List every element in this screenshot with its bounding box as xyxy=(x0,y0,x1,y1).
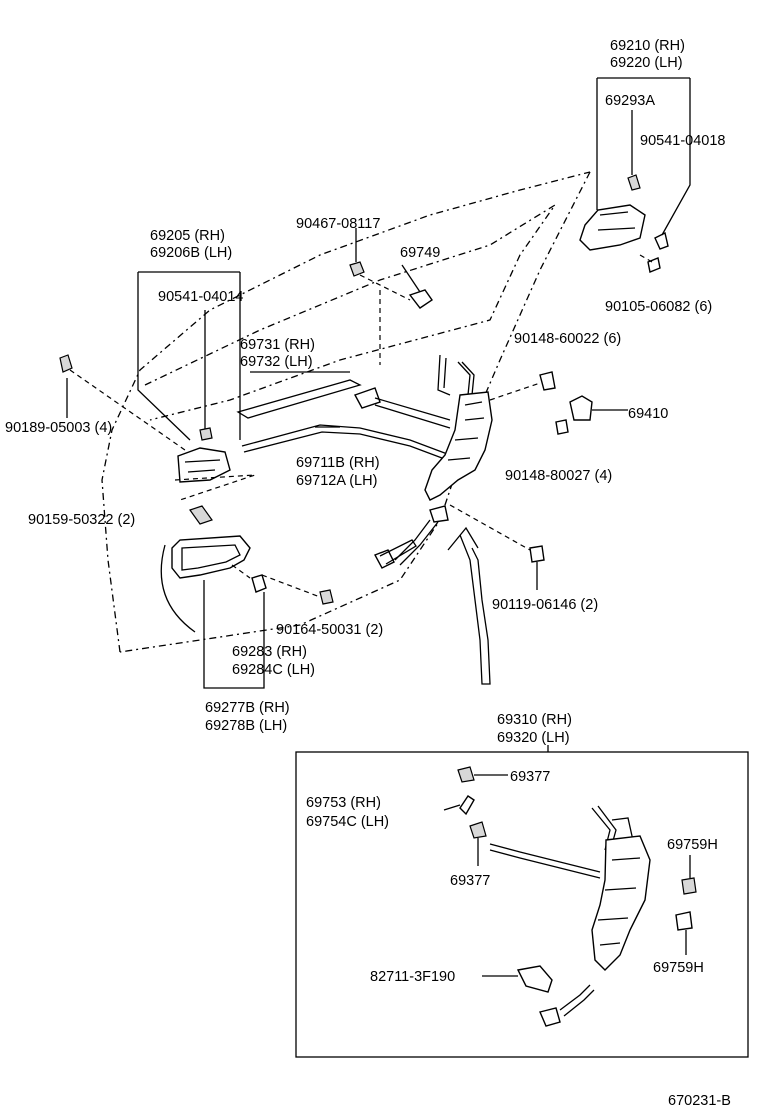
label-69284c: 69284C (LH) xyxy=(232,662,315,678)
arrow-indicator xyxy=(447,526,491,685)
label-69754c: 69754C (LH) xyxy=(306,814,389,830)
handle-bezel xyxy=(171,535,334,689)
label-69206b: 69206B (LH) xyxy=(150,245,232,261)
label-69731: 69731 (RH) xyxy=(240,337,315,353)
rod-69731 xyxy=(236,371,362,419)
label-69210: 69210 (RH) xyxy=(610,38,685,54)
rod-69711b xyxy=(241,424,451,462)
label-69410: 69410 xyxy=(628,406,668,422)
detail-box xyxy=(295,745,749,1058)
plate-69410 xyxy=(555,395,628,435)
clip-90467 xyxy=(349,228,365,277)
label-69277b: 69277B (RH) xyxy=(205,700,290,716)
label-69712a: 69712A (LH) xyxy=(296,473,377,489)
label-90159-50322: 90159-50322 (2) xyxy=(28,512,135,528)
label-69711b: 69711B (RH) xyxy=(296,455,380,471)
label-90119-06146: 90119-06146 (2) xyxy=(492,597,598,613)
label-69220: 69220 (LH) xyxy=(610,55,683,71)
inside-handle-left xyxy=(59,271,256,525)
label-69759h-top: 69759H xyxy=(667,837,718,853)
label-69205: 69205 (RH) xyxy=(150,228,225,244)
outside-handle-part xyxy=(579,174,669,273)
label-69753: 69753 (RH) xyxy=(306,795,381,811)
label-69320: 69320 (LH) xyxy=(497,730,570,746)
label-69377-top: 69377 xyxy=(510,769,550,785)
leader-69210 xyxy=(596,77,691,263)
label-69293a: 69293A xyxy=(605,93,655,109)
label-90148-80027: 90148-80027 (4) xyxy=(505,468,612,484)
door-lock-upper xyxy=(353,354,556,590)
label-69278b: 69278B (LH) xyxy=(205,718,287,734)
label-90148-60022: 90148-60022 (6) xyxy=(514,331,621,347)
label-69749: 69749 xyxy=(400,245,440,261)
label-90467-08117: 90467-08117 xyxy=(296,216,380,232)
label-90189-05003: 90189-05003 (4) xyxy=(5,420,112,436)
label-82711-3f190: 82711-3F190 xyxy=(370,969,455,985)
label-69732: 69732 (LH) xyxy=(240,354,313,370)
label-90164-50031: 90164-50031 (2) xyxy=(276,622,383,638)
label-69310: 69310 (RH) xyxy=(497,712,572,728)
callout-labels: 69210 (RH) 69220 (LH) 69293A 90541-04018… xyxy=(5,38,731,1109)
label-69377-bottom: 69377 xyxy=(450,873,490,889)
label-69283: 69283 (RH) xyxy=(232,644,307,660)
label-90105-06082: 90105-06082 (6) xyxy=(605,299,712,315)
label-69759h-bottom: 69759H xyxy=(653,960,704,976)
door-outline xyxy=(101,171,591,653)
clip-69749 xyxy=(359,264,433,365)
diagram-id-label: 670231-B xyxy=(668,1093,731,1109)
label-90541-04018: 90541-04018 xyxy=(640,133,725,149)
label-90541-04014: 90541-04014 xyxy=(158,289,243,305)
